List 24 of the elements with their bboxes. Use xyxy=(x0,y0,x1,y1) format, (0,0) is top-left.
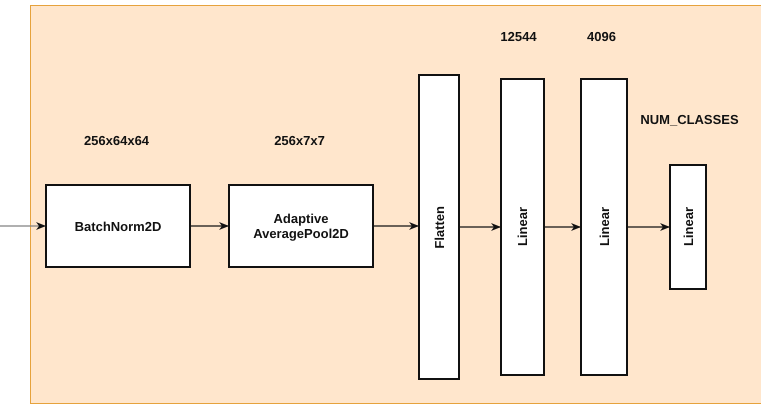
layer-bar xyxy=(418,74,460,380)
arrow xyxy=(191,222,229,230)
layer-label: Flatten xyxy=(432,206,446,248)
layer-label: Linear xyxy=(515,207,530,246)
output-size-label: NUM_CLASSES xyxy=(640,112,739,127)
arrow xyxy=(628,223,670,231)
arrow xyxy=(374,222,419,230)
arrow xyxy=(545,223,581,231)
layer-label: BatchNorm2D xyxy=(74,218,162,234)
layer-label: Linear xyxy=(596,207,612,246)
arrow xyxy=(0,222,46,230)
arrow xyxy=(460,223,501,231)
layer-box xyxy=(228,184,374,268)
layer-bar xyxy=(500,78,545,376)
dimension-label: 256x64x64 xyxy=(84,133,150,148)
layer-label: Adaptive AveragePool2D xyxy=(252,211,350,241)
dimension-label: 12544 xyxy=(500,29,537,44)
layer-label: Linear xyxy=(680,207,696,246)
layer-bar xyxy=(580,78,628,376)
dimension-label: 256x7x7 xyxy=(274,133,325,148)
container-panel xyxy=(30,5,761,404)
dimension-label: 4096 xyxy=(587,29,616,44)
layer-bar xyxy=(669,164,707,290)
layer-box xyxy=(45,184,191,268)
